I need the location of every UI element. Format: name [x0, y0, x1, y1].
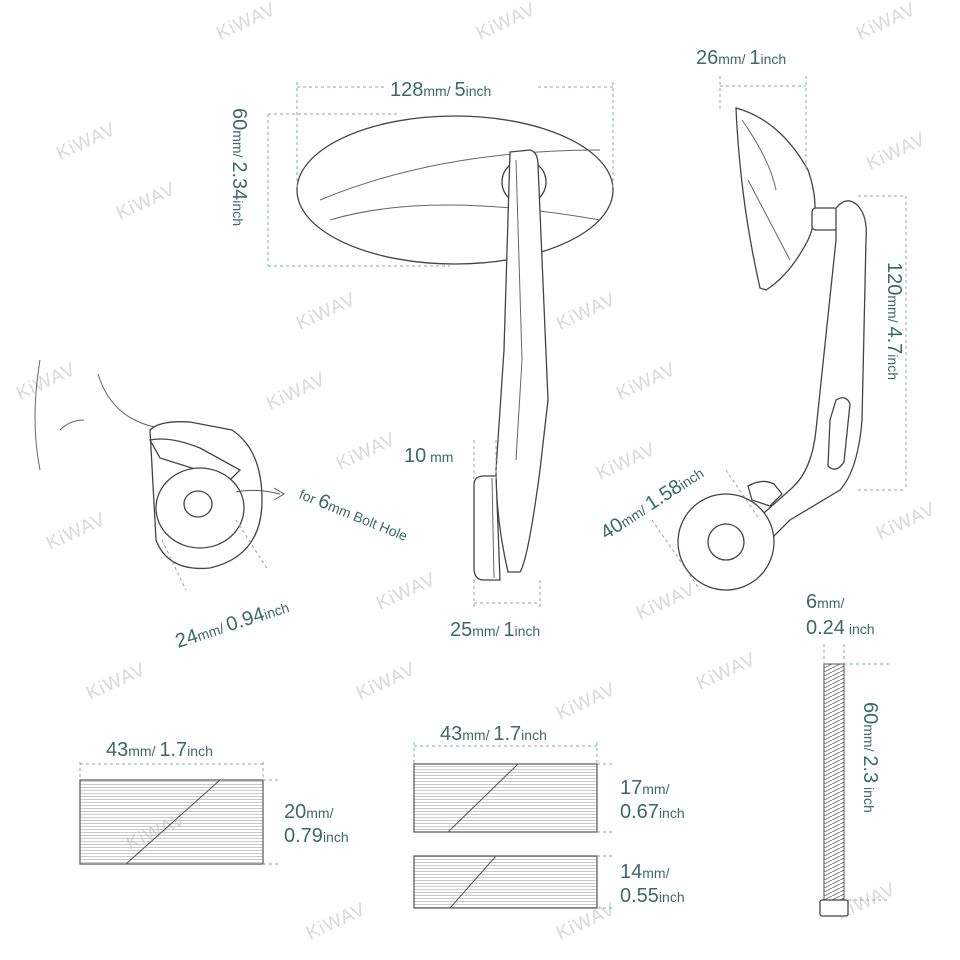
watermark: KiWAV — [873, 499, 939, 545]
spacer-17mm — [413, 742, 614, 833]
spacer2-height-inch-label: 0.67inch — [620, 801, 685, 823]
bar-end-view — [34, 359, 285, 570]
spacer-14mm — [413, 855, 614, 909]
watermark: KiWAV — [353, 659, 419, 705]
dimension-mirror-width: 128mm/ 5inch — [296, 79, 614, 190]
spacer3-height-label: 14mm/ — [620, 861, 670, 883]
dimension-arm-length: 120mm/ 4.7inch — [858, 195, 907, 491]
mirror-reflection-line — [319, 149, 601, 201]
spacer-20mm-body — [79, 779, 264, 865]
spacer3-height-inch-label: 0.55inch — [620, 885, 685, 907]
bolt-diameter-label: 6mm/ — [806, 591, 844, 613]
watermark: KiWAV — [633, 579, 699, 625]
mirror-arm-edge — [515, 159, 523, 461]
side-arm-bolt — [747, 480, 783, 507]
watermark: KiWAV — [293, 289, 359, 335]
side-mirror-housing — [735, 107, 816, 291]
dimension-bolt-diameter: 6mm/ 0.24 inch — [806, 591, 875, 664]
spacer-14mm-body — [413, 855, 598, 909]
bolt-length-label: 60mm/ 2.3 inch — [859, 702, 881, 813]
watermark: KiWAV — [43, 509, 109, 555]
mirror-depth-label: 26mm/ 1inch — [696, 47, 786, 69]
spacer-20mm — [79, 762, 280, 865]
spacer2-width-label: 43mm/ 1.7inch — [440, 723, 547, 745]
dimension-arm-width: 25mm/ 1inch — [450, 580, 541, 641]
dimension-arm-thickness: 10 mm — [404, 440, 497, 480]
watermark: KiWAV — [333, 429, 399, 475]
watermark: KiWAV — [613, 359, 679, 405]
clamp-arm — [148, 438, 242, 481]
bolt-hole — [183, 490, 213, 518]
arrow-head — [273, 487, 285, 501]
watermark: KiWAV — [693, 649, 759, 695]
mirror-height-label: 60mm/ 2.34inch — [228, 108, 250, 226]
mirror-front-view — [296, 115, 614, 581]
watermark: KiWAV — [113, 179, 179, 225]
arm-thickness-label: 10 mm — [404, 445, 453, 467]
bolt-hole-label: for 6mm Bolt Hole — [296, 482, 411, 546]
spacer-17mm-body — [413, 763, 598, 833]
dimension-mirror-height: 60mm/ 2.34inch — [228, 108, 450, 267]
handlebar-edge — [59, 419, 85, 431]
dimension-bolt-length: 60mm/ 2.3 inch — [844, 663, 890, 901]
side-mirror-edge — [741, 119, 777, 191]
spacer-split-line — [125, 779, 221, 865]
spacer-split-line — [447, 763, 519, 833]
spacer1-width-label: 43mm/ 1.7inch — [106, 739, 213, 761]
handlebar-edge — [97, 373, 161, 429]
mirror-width-label: 128mm/ 5inch — [390, 79, 491, 101]
bolt-shaft — [823, 663, 845, 901]
watermark: KiWAV — [593, 439, 659, 485]
watermark: KiWAV — [13, 359, 79, 405]
arm-width-label: 25mm/ 1inch — [450, 619, 540, 641]
dimension-mirror-depth: 26mm/ 1inch — [696, 47, 807, 170]
bolt-head — [819, 899, 849, 917]
arm-length-label: 120mm/ 4.7inch — [883, 262, 905, 380]
watermark: KiWAV — [303, 899, 369, 945]
watermark: KiWAV — [83, 659, 149, 705]
arm-base-cap — [473, 475, 501, 581]
bolt-diameter-inch-label: 0.24 inch — [806, 617, 875, 639]
watermark: KiWAV — [53, 119, 119, 165]
watermark: KiWAV — [213, 0, 279, 45]
arm-base-edge — [491, 477, 495, 579]
watermark: KiWAV — [863, 129, 929, 175]
handlebar-edge — [34, 359, 41, 471]
bolt-hole-arrow — [235, 489, 281, 495]
watermark: KiWAV — [473, 0, 539, 45]
bolt-drawing — [819, 663, 849, 917]
side-mirror-edge — [747, 179, 791, 261]
clamp-diameter-label: 24mm/ 0.94inch — [173, 595, 292, 652]
spacer2-height-label: 17mm/ — [620, 777, 670, 799]
spacer-split-line — [449, 855, 497, 909]
watermark: KiWAV — [853, 0, 919, 45]
watermark: KiWAV — [553, 289, 619, 335]
watermark: KiWAV — [373, 569, 439, 615]
side-pivot — [811, 207, 839, 231]
mirror-reflection-line — [329, 204, 601, 221]
mirror-side-view — [677, 107, 867, 591]
spacer1-height-inch-label: 0.79inch — [284, 825, 349, 847]
watermark: KiWAV — [263, 369, 329, 415]
side-arm-slot — [827, 397, 851, 470]
side-base-hole — [707, 523, 745, 561]
spacer1-height-label: 20mm/ — [284, 801, 334, 823]
watermark: KiWAV — [553, 679, 619, 725]
